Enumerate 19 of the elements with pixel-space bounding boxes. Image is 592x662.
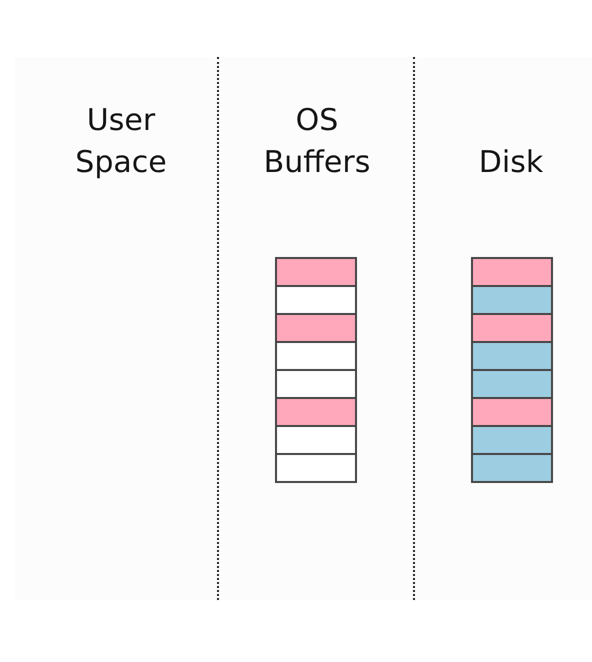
data-block <box>471 369 553 397</box>
data-block <box>275 313 357 341</box>
data-block <box>471 397 553 425</box>
data-block <box>471 453 553 483</box>
column-heading: User Space <box>74 102 168 182</box>
data-block <box>275 341 357 369</box>
data-block <box>275 369 357 397</box>
column-heading: Disk <box>478 144 544 182</box>
data-block <box>275 285 357 313</box>
data-block <box>471 425 553 453</box>
data-block <box>471 257 553 285</box>
data-block <box>471 341 553 369</box>
data-block <box>275 425 357 453</box>
data-block <box>275 257 357 285</box>
data-block <box>471 285 553 313</box>
data-block <box>275 397 357 425</box>
data-block <box>471 313 553 341</box>
column-heading: OS Buffers <box>262 102 372 182</box>
data-block <box>275 453 357 483</box>
